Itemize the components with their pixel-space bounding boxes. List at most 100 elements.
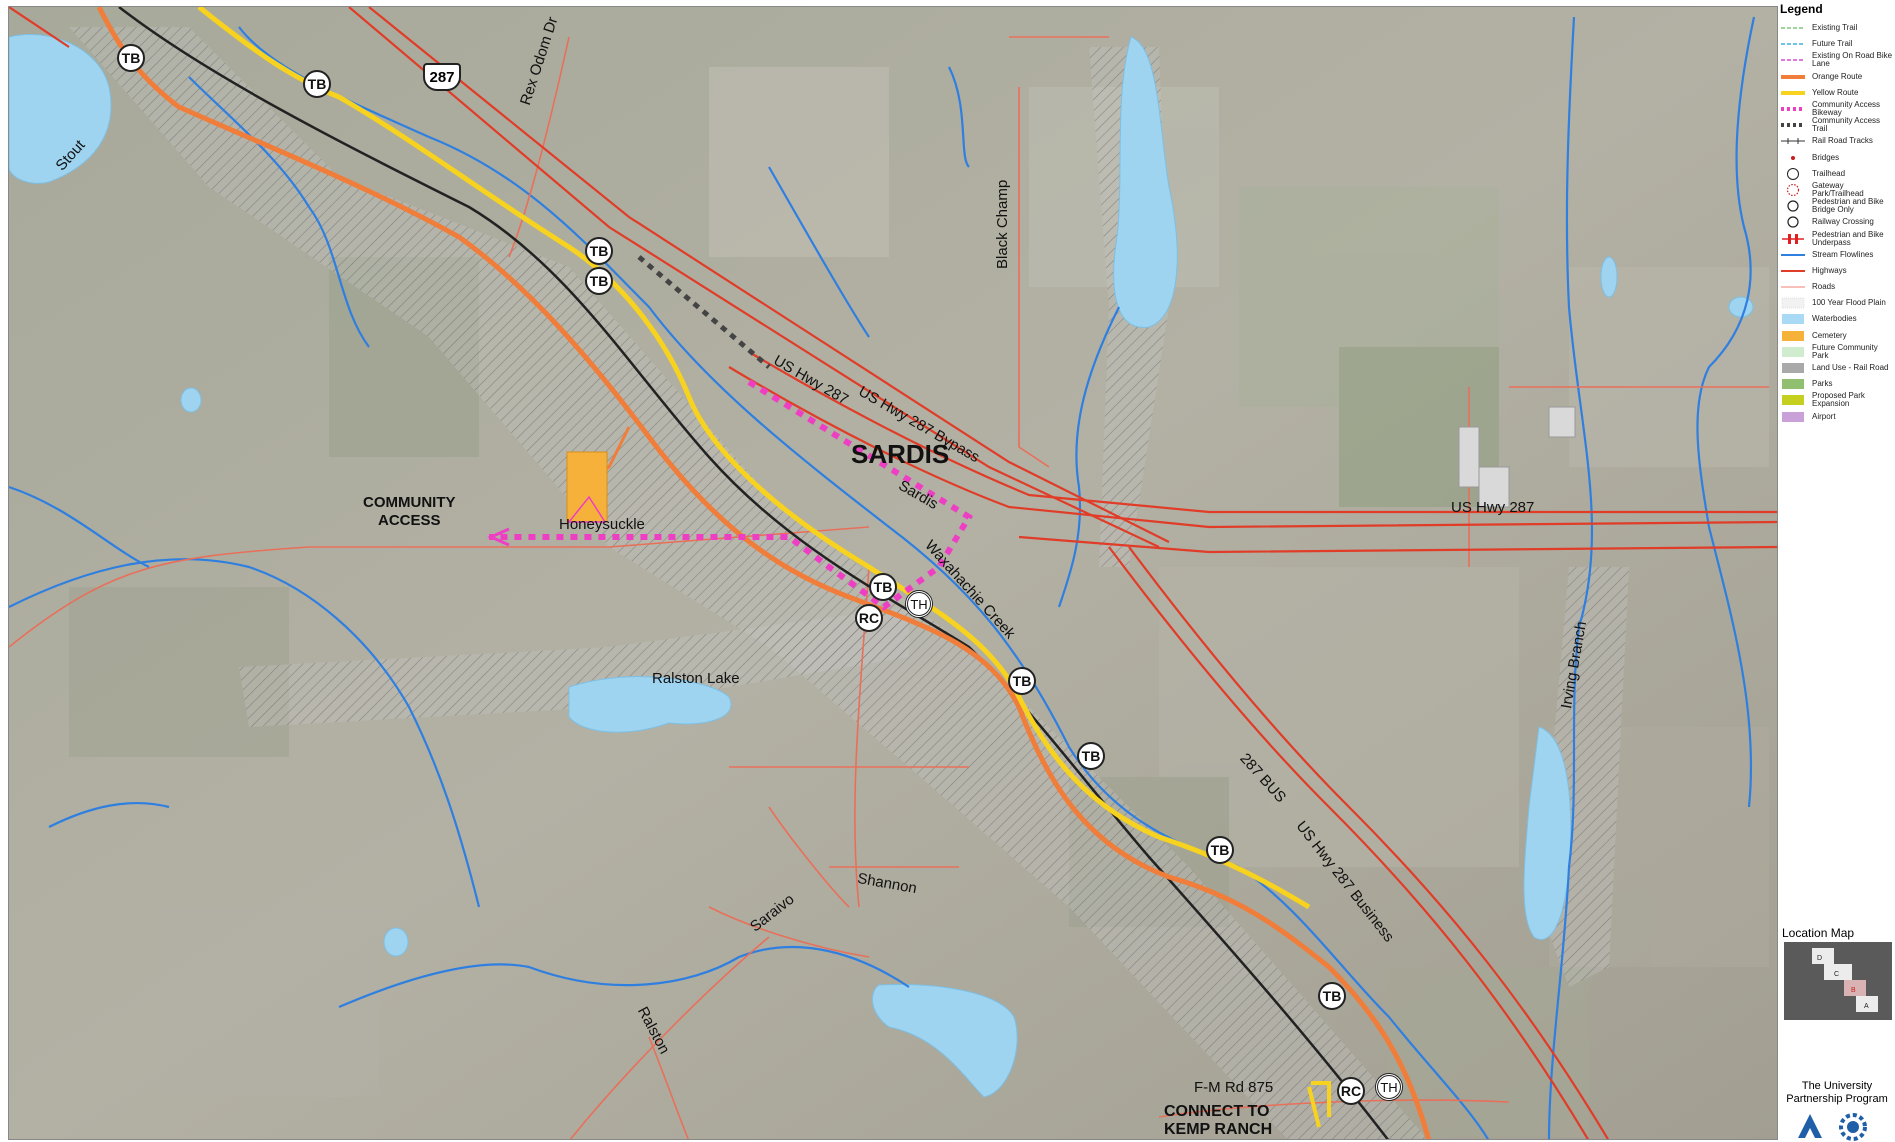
legend-item: Existing Trail <box>1780 20 1894 36</box>
legend-item-label: Parks <box>1812 379 1833 389</box>
legend-item: Pedestrian and Bike Bridge Only <box>1780 198 1894 214</box>
community-access-line-2: ACCESS <box>377 512 441 529</box>
legend-swatch-icon <box>1780 330 1806 342</box>
legend-swatch-icon <box>1780 167 1806 180</box>
legend-item: Trailhead <box>1780 166 1894 182</box>
fm875-label: F-M Rd 875 <box>1194 1079 1274 1096</box>
legend-swatch-icon <box>1780 378 1806 390</box>
legend-item-label: Rail Road Tracks <box>1812 136 1873 146</box>
trail-bridge-marker[interactable]: TB <box>869 573 897 601</box>
legend-item-label: Gateway Park/Trailhead <box>1812 180 1864 198</box>
legend-item-label: Pedestrian and Bike Bridge Only <box>1812 197 1884 215</box>
trail-bridge-marker[interactable]: TB <box>585 237 613 265</box>
trailhead-marker[interactable]: TH <box>905 590 933 618</box>
legend-item-label: Cemetery <box>1812 330 1847 340</box>
railway-crossing-marker[interactable]: RC <box>1337 1077 1365 1105</box>
community-access-line-1: COMMUNITY <box>363 494 456 511</box>
connect-line-2: KEMP RANCH <box>1164 1121 1273 1138</box>
connect-kemp-ranch-label: CONNECT TO KEMP RANCH <box>1164 1103 1272 1139</box>
partnership-line-1: The University <box>1801 1080 1873 1092</box>
legend-item: Cemetery <box>1780 328 1894 344</box>
legend-swatch-icon <box>1780 249 1806 261</box>
legend-item: Parks <box>1780 376 1894 392</box>
legend-swatch-icon <box>1780 200 1806 212</box>
waterbodies <box>9 33 1754 1098</box>
legend-item-label: Roads <box>1812 282 1836 292</box>
trailhead-marker[interactable]: TH <box>1375 1073 1403 1101</box>
community-access-trail <box>637 255 771 369</box>
legend-swatch-icon <box>1780 135 1806 147</box>
trail-bridge-marker[interactable]: TB <box>303 70 331 98</box>
legend-item-label: Future Community Park <box>1812 342 1878 360</box>
location-map-graphic: D C B A <box>1784 942 1892 1020</box>
trail-bridge-marker[interactable]: TB <box>585 267 613 295</box>
rail-road-tracks <box>118 7 1390 1139</box>
legend-swatch-icon <box>1780 22 1806 34</box>
yellow-route <box>197 7 1311 910</box>
legend-item-label: Orange Route <box>1812 71 1863 81</box>
stream-flowlines <box>9 16 1756 1139</box>
legend-item: Gateway Park/Trailhead <box>1780 180 1894 198</box>
legend-item: Land Use - Rail Road <box>1780 360 1894 376</box>
legend-swatch-icon <box>1780 233 1806 245</box>
partnership-line-2: Partnership Program <box>1786 1093 1888 1105</box>
legend-swatch-icon <box>1780 394 1806 406</box>
legend-item-label: Highways <box>1812 265 1847 275</box>
bikeway-arrowhead <box>487 527 510 547</box>
map-graphics <box>9 7 1777 1139</box>
legend-item: 100 Year Flood Plain <box>1780 295 1894 311</box>
legend-swatch-icon <box>1780 265 1806 277</box>
legend-item-label: Bridges <box>1812 152 1840 162</box>
trail-bridge-marker[interactable]: TB <box>1008 667 1036 695</box>
legend-item-label: Existing On Road Bike Lane <box>1812 51 1893 69</box>
legend-swatch-icon <box>1780 38 1806 50</box>
legend-item-label: Community Access Bikeway <box>1812 100 1881 118</box>
legend-item-label: Trailhead <box>1812 168 1846 178</box>
university-logo-icon <box>1798 1114 1822 1138</box>
railway-crossing-marker[interactable]: RC <box>855 604 883 632</box>
trail-bridge-marker[interactable]: TB <box>1318 982 1346 1010</box>
location-map[interactable]: D C B A <box>1784 942 1892 1020</box>
kemp-ranch-arrow <box>1311 1081 1331 1117</box>
legend-item: Railway Crossing <box>1780 214 1894 230</box>
legend-item-label: Existing Trail <box>1812 23 1858 33</box>
yellow-route-spur <box>1307 1086 1321 1128</box>
legend-item: Proposed Park Expansion <box>1780 392 1894 408</box>
map-canvas[interactable]: Stout Rex Odom Dr Black Champ US Hwy 287… <box>8 6 1778 1140</box>
trail-bridge-marker[interactable]: TB <box>117 44 145 72</box>
legend-item: Waterbodies <box>1780 311 1894 327</box>
legend-item: Community Access Bikeway <box>1780 101 1894 117</box>
legend-item: Orange Route <box>1780 69 1894 85</box>
legend-item-label: Proposed Park Expansion <box>1812 391 1865 409</box>
legend-item: Highways <box>1780 263 1894 279</box>
partnership-label: The University Partnership Program <box>1780 1080 1894 1106</box>
legend-item: Future Community Park <box>1780 342 1894 360</box>
location-map-title: Location Map <box>1782 926 1855 940</box>
legend-item-label: 100 Year Flood Plain <box>1812 298 1886 308</box>
logos <box>1796 1112 1886 1142</box>
highways <box>9 7 1777 1139</box>
legend-swatch-icon <box>1780 183 1806 196</box>
legend-item: Roads <box>1780 279 1894 295</box>
legend-swatch-icon <box>1780 281 1806 293</box>
legend-swatch-icon <box>1780 411 1806 423</box>
legend-item: Pedestrian and Bike Underpass <box>1780 230 1894 246</box>
location-cell-d: D <box>1817 955 1822 962</box>
trail-bridge-marker[interactable]: TB <box>1077 742 1105 770</box>
legend-swatch-icon <box>1780 297 1806 309</box>
legend-swatch-icon <box>1780 313 1806 325</box>
location-cell-a: A <box>1864 1003 1869 1010</box>
legend-item-label: Railway Crossing <box>1812 217 1874 227</box>
legend-item-label: Yellow Route <box>1812 87 1859 97</box>
legend-swatch-icon <box>1780 71 1806 83</box>
legend-swatch-icon <box>1780 346 1806 358</box>
cemetery-triangle <box>567 495 607 523</box>
sardis-place-label: SARDIS <box>851 439 950 469</box>
ralston-lake-label: Ralston Lake <box>652 670 740 687</box>
us287-label-b: US Hwy 287 <box>1451 499 1535 516</box>
trail-bridge-marker[interactable]: TB <box>1206 836 1234 864</box>
community-access-bikeway <box>489 379 974 611</box>
